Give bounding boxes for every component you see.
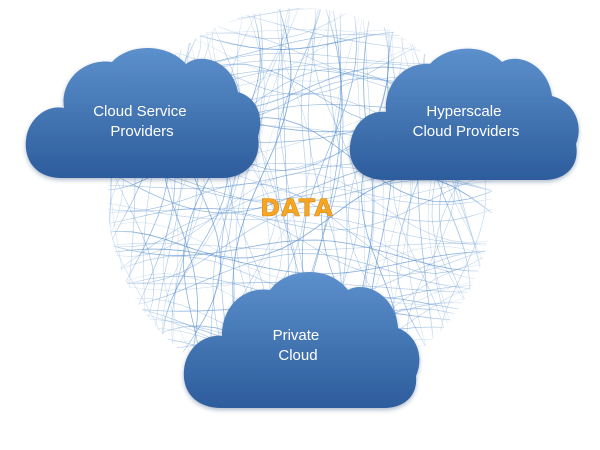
cloud-service-providers-line-2: Providers bbox=[110, 123, 173, 140]
cloud-service-providers-line-1: Cloud Service bbox=[93, 103, 186, 120]
private-cloud-cloud: Private Cloud bbox=[183, 271, 420, 408]
hyperscale-cloud-providers-line-2: Cloud Providers bbox=[413, 123, 520, 140]
data-center-label: DATA bbox=[260, 194, 334, 222]
cloud-service-providers-cloud: Cloud Service Providers bbox=[25, 48, 261, 178]
cloud-service-providers-label: Cloud Service Providers bbox=[93, 103, 191, 140]
hyperscale-cloud-providers-label: Hyperscale Cloud Providers bbox=[413, 103, 520, 140]
hyperscale-cloud-providers-line-1: Hyperscale bbox=[426, 103, 501, 120]
private-cloud-line-1: Private bbox=[273, 327, 320, 344]
hyperscale-cloud-providers-cloud: Hyperscale Cloud Providers bbox=[349, 48, 579, 180]
private-cloud-label: Private Cloud bbox=[273, 327, 324, 364]
private-cloud-line-2: Cloud bbox=[278, 347, 317, 364]
